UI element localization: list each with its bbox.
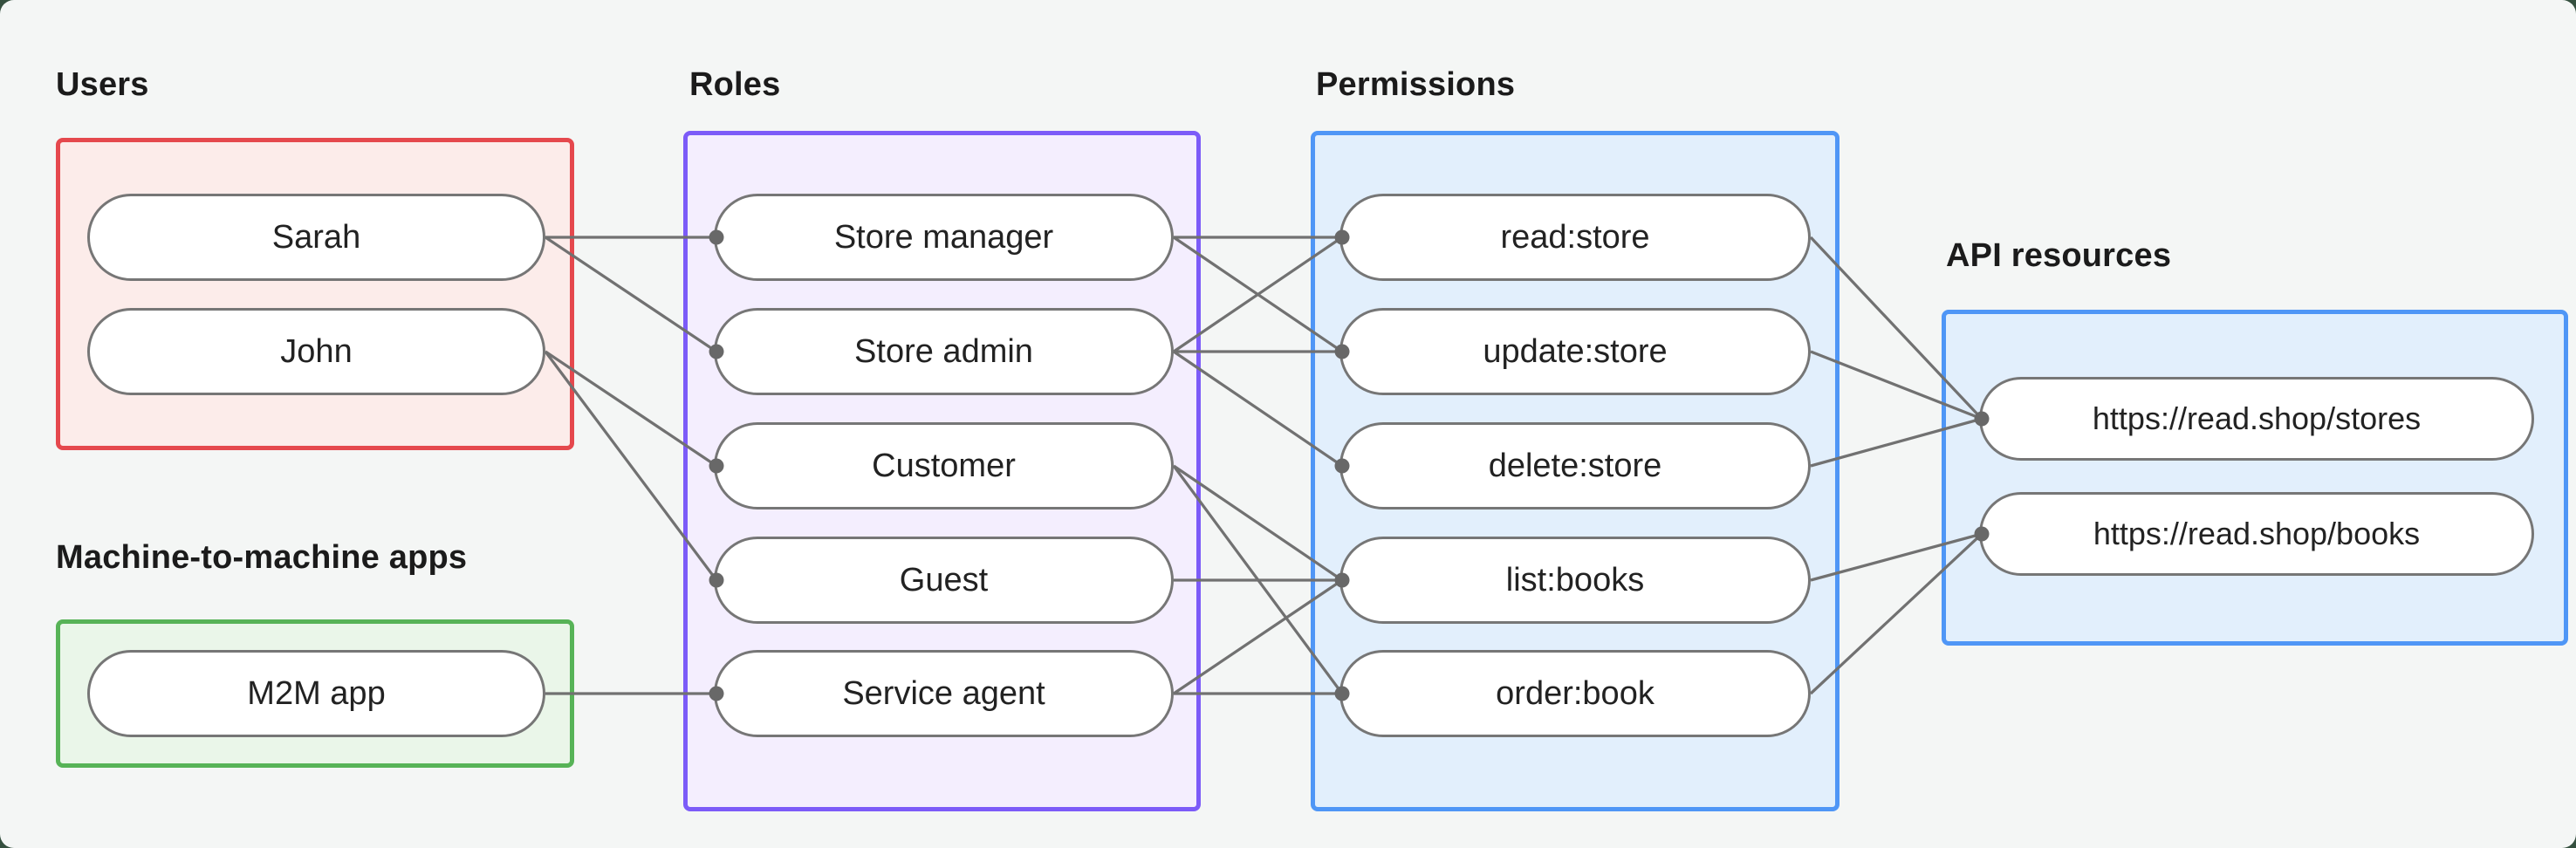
node-stores-label: https://read.shop/stores bbox=[2092, 400, 2422, 436]
node-service_agent-label: Service agent bbox=[842, 674, 1045, 712]
node-update_store: update:store bbox=[1339, 308, 1811, 395]
node-store_manager-label: Store manager bbox=[833, 218, 1054, 256]
node-read_store-label: read:store bbox=[1500, 218, 1650, 256]
node-delete_store: delete:store bbox=[1339, 422, 1811, 509]
node-stores: https://read.shop/stores bbox=[1979, 377, 2534, 461]
node-delete_store-label: delete:store bbox=[1488, 447, 1662, 484]
node-update_store-label: update:store bbox=[1483, 332, 1668, 370]
node-store_admin-label: Store admin bbox=[854, 332, 1033, 370]
node-store_admin: Store admin bbox=[714, 308, 1174, 395]
node-m2m_app-label: M2M app bbox=[247, 674, 386, 712]
node-books-label: https://read.shop/books bbox=[2093, 516, 2421, 551]
node-guest: Guest bbox=[714, 537, 1174, 624]
node-john: John bbox=[87, 308, 545, 395]
node-customer-label: Customer bbox=[872, 447, 1016, 484]
node-john-label: John bbox=[280, 332, 353, 370]
group-permissions-label: Permissions bbox=[1316, 66, 1516, 103]
node-store_manager: Store manager bbox=[714, 194, 1174, 281]
node-list_books: list:books bbox=[1339, 537, 1811, 624]
node-order_book-label: order:book bbox=[1496, 674, 1655, 712]
group-roles-label: Roles bbox=[689, 66, 781, 103]
group-m2m-label: Machine-to-machine apps bbox=[56, 539, 468, 576]
node-sarah-label: Sarah bbox=[271, 218, 361, 256]
node-list_books-label: list:books bbox=[1505, 561, 1645, 598]
node-guest-label: Guest bbox=[899, 561, 989, 598]
node-m2m_app: M2M app bbox=[87, 650, 545, 737]
group-api-label: API resources bbox=[1946, 237, 2172, 274]
node-customer: Customer bbox=[714, 422, 1174, 509]
group-api-box bbox=[1942, 310, 2568, 646]
group-users-box bbox=[56, 138, 574, 450]
node-service_agent: Service agent bbox=[714, 650, 1174, 737]
node-sarah: Sarah bbox=[87, 194, 545, 281]
group-users-label: Users bbox=[56, 66, 149, 103]
node-order_book: order:book bbox=[1339, 650, 1811, 737]
node-read_store: read:store bbox=[1339, 194, 1811, 281]
node-books: https://read.shop/books bbox=[1979, 492, 2534, 576]
